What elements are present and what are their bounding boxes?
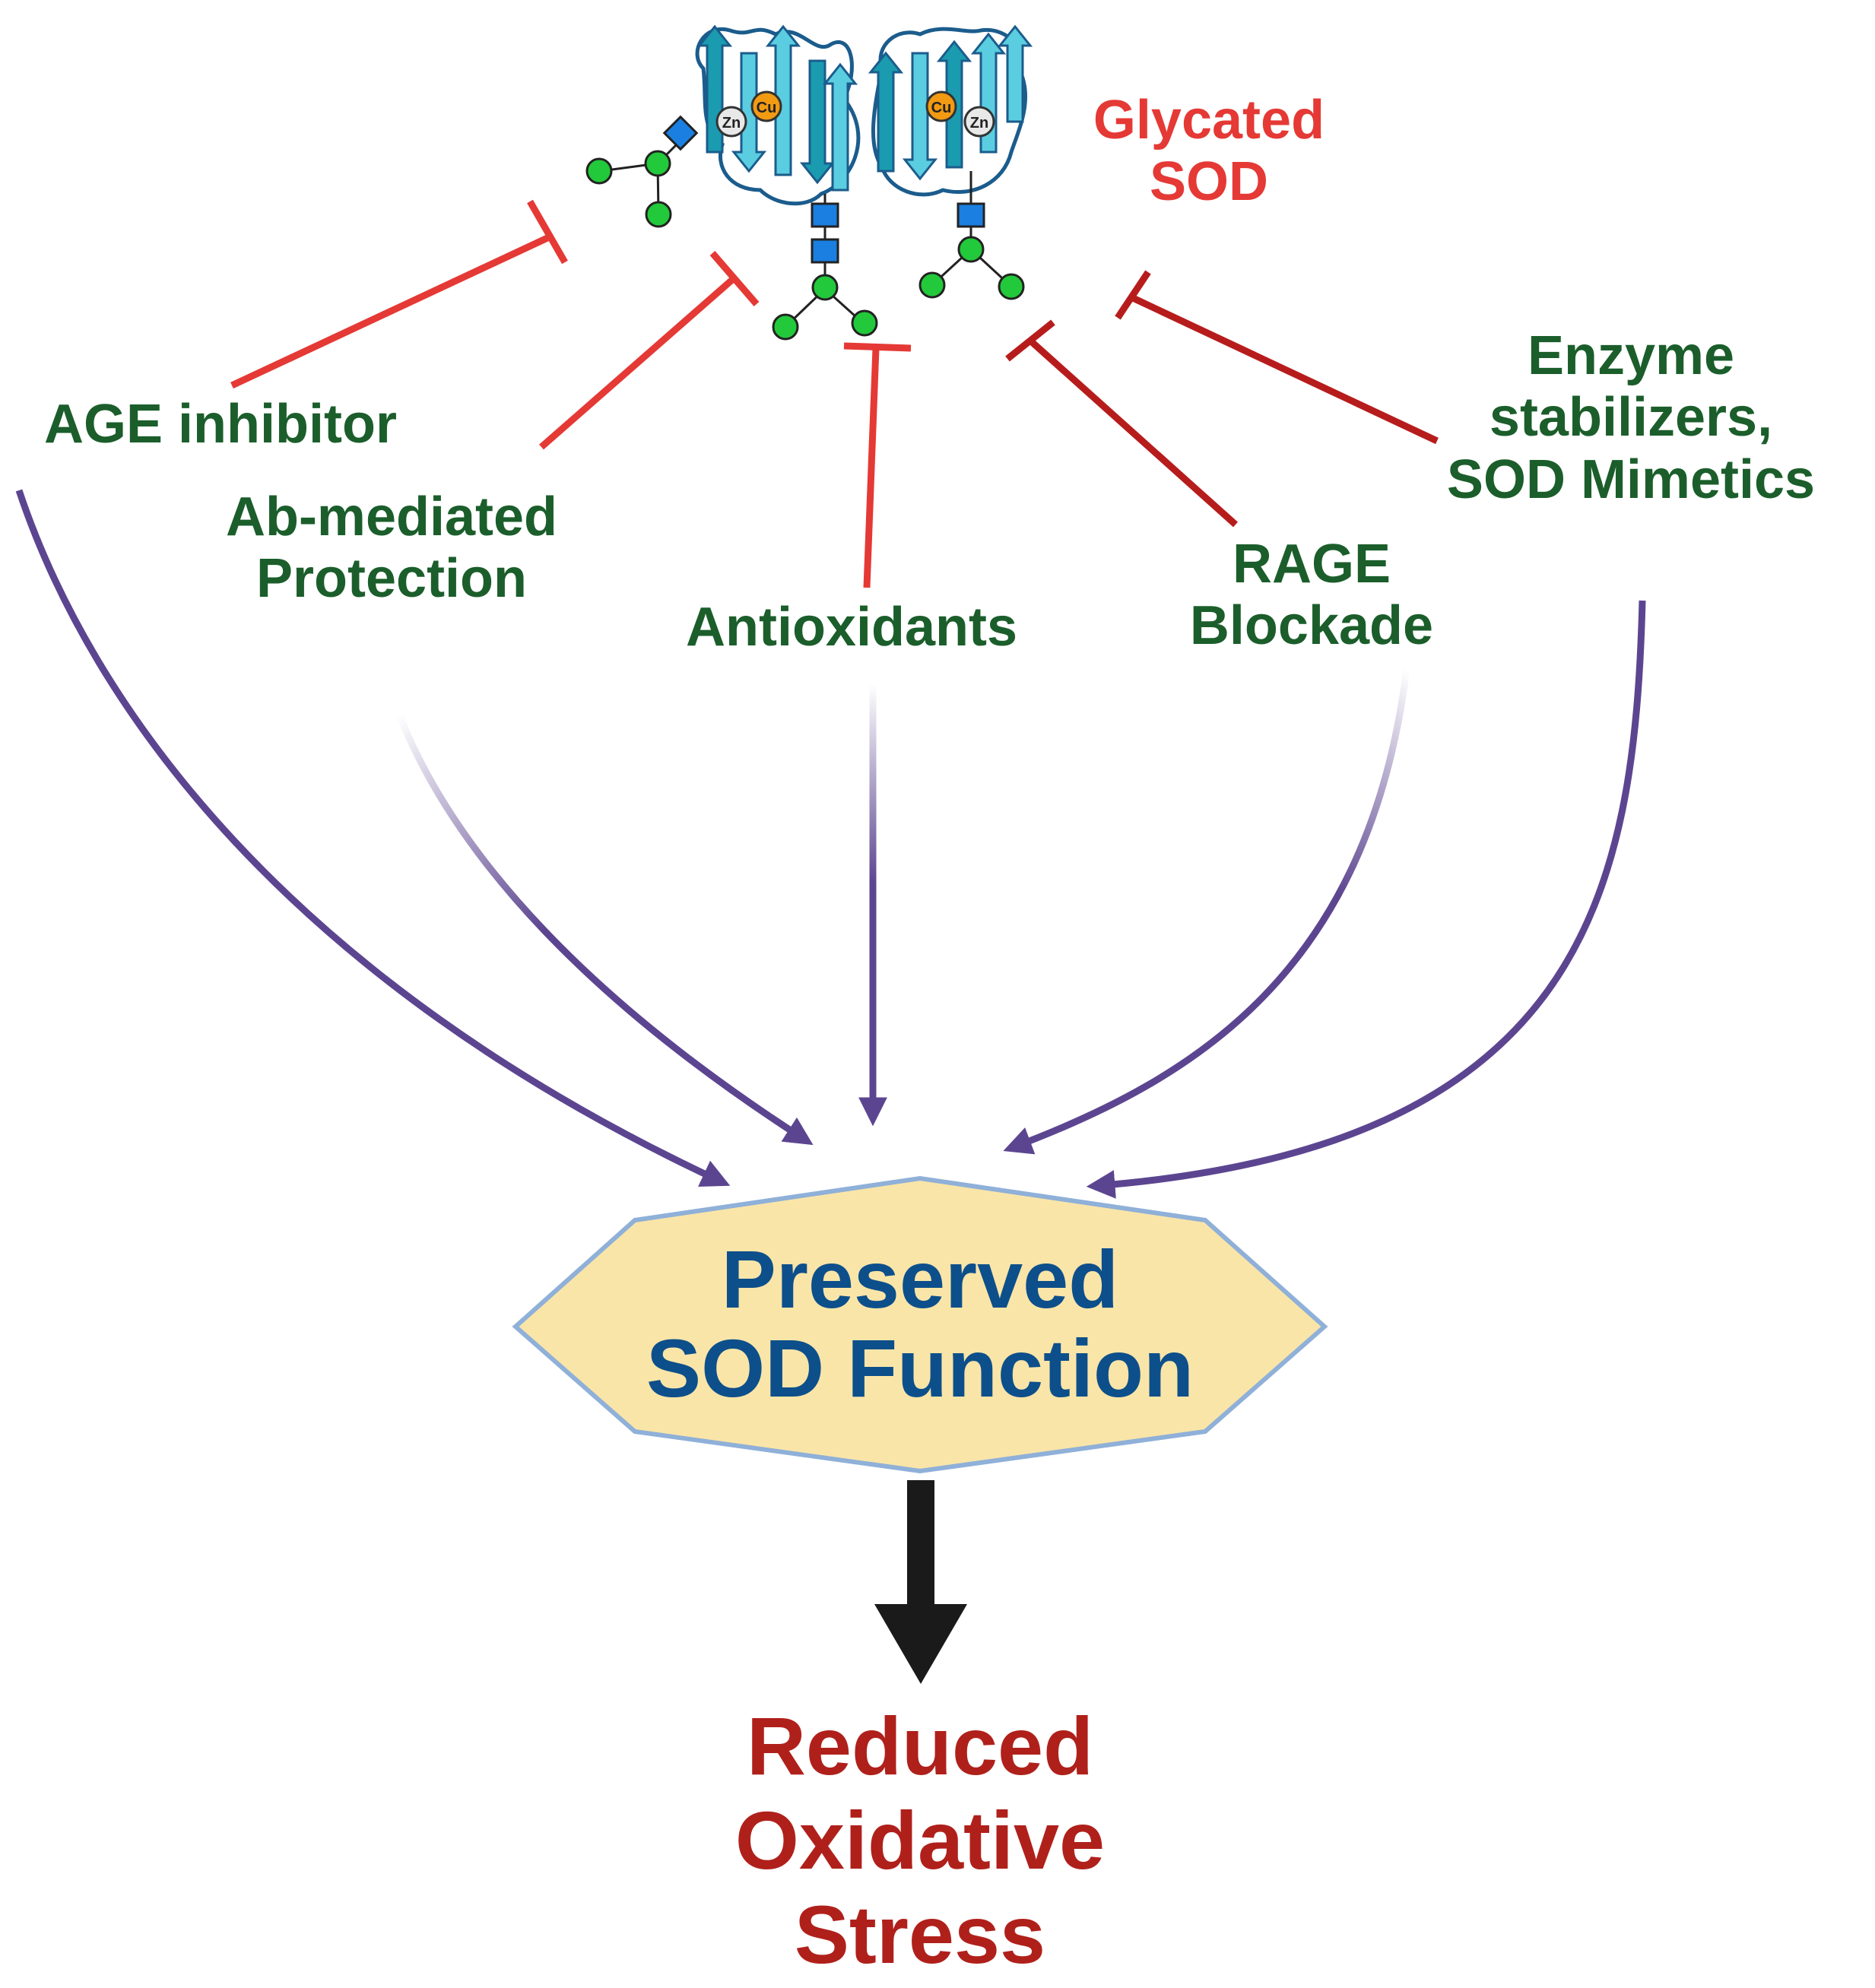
glycan-square xyxy=(811,202,839,228)
label-antioxidants: Antioxidants xyxy=(685,597,1017,658)
preserved-sod-function-label: Preserved SOD Function xyxy=(646,1233,1194,1414)
inhibit-line-age xyxy=(230,199,568,389)
glycan-square xyxy=(957,202,985,228)
arrow-rage-to-sod xyxy=(1003,668,1410,1155)
zn-label: Zn xyxy=(722,115,741,132)
glycan-circle xyxy=(851,309,878,337)
inhibit-line-antioxidants xyxy=(843,342,912,588)
glycan-square xyxy=(662,115,699,151)
inhibit-line-enzyme xyxy=(1115,270,1439,445)
inhibit-line-rage xyxy=(1005,319,1239,528)
label-rage-blockade: RAGE Blockade xyxy=(1189,534,1434,657)
preserved-sod-hexagon xyxy=(512,1175,1328,1474)
cu-ion xyxy=(925,90,957,122)
glycan-circle xyxy=(811,274,839,301)
glycan-circle xyxy=(645,201,672,228)
cu-label: Cu xyxy=(931,100,952,116)
glycan-circle xyxy=(772,313,799,341)
glycan-square xyxy=(811,238,839,264)
cu-label: Cu xyxy=(757,100,777,116)
glycan-circle xyxy=(998,273,1025,300)
zn-ion xyxy=(963,106,995,138)
label-ab-mediated-protection: Ab-mediated Protection xyxy=(225,487,558,610)
inhibit-line-ab xyxy=(539,251,760,450)
arrow-ab-to-sod xyxy=(395,713,814,1146)
zn-ion xyxy=(715,106,747,138)
zn-label: Zn xyxy=(970,115,988,132)
glycated-sod-title: Glycated SOD xyxy=(1093,90,1325,213)
cu-ion xyxy=(750,90,782,122)
sod-protein-icon: Zn Cu Cu Zn xyxy=(695,24,1033,206)
arrow-to-outcome xyxy=(874,1480,967,1684)
arrow-enzyme-to-sod xyxy=(1086,600,1646,1199)
glycan-circle xyxy=(585,157,613,185)
glycan-circle xyxy=(918,271,946,299)
reduced-oxidative-stress-label: Reduced Oxidative Stress xyxy=(734,1700,1106,1981)
glycan-circle xyxy=(957,236,985,263)
glycan-chains-icon xyxy=(585,115,1025,341)
label-enzyme-stabilizers: Enzyme stabilizers, SOD Mimetics xyxy=(1446,325,1816,510)
glycan-circle xyxy=(644,150,671,177)
arrow-age-to-sod xyxy=(15,489,731,1187)
label-age-inhibitor: AGE inhibitor xyxy=(44,394,397,455)
